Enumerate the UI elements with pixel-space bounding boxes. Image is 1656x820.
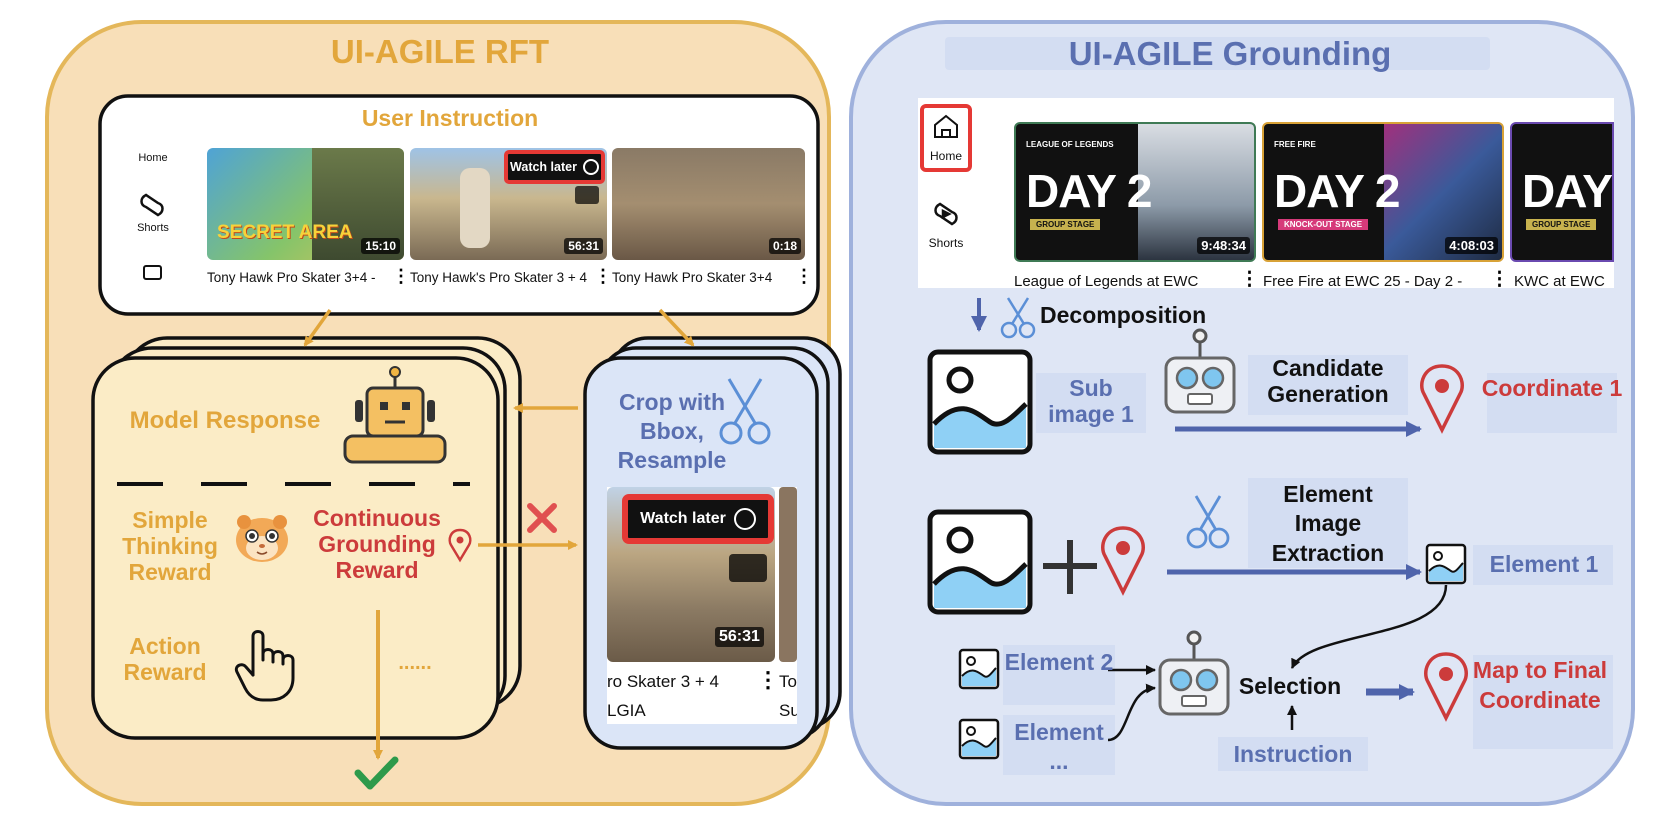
- video-duration-1: 15:10: [361, 238, 400, 254]
- ewc-stage-3: GROUP STAGE: [1526, 219, 1597, 230]
- home-highlight-box: [920, 104, 972, 172]
- crop-title-line2: LGIA: [607, 701, 646, 720]
- left-shorts-icon: [140, 193, 164, 217]
- video-thumbnail-1[interactable]: SECRET AREA 15:10: [207, 148, 404, 260]
- pin-icon: [1101, 526, 1145, 596]
- hamster-icon: [236, 515, 288, 562]
- selection-label: Selection: [1238, 673, 1342, 699]
- ellipsis-label: ......: [398, 652, 432, 674]
- hand-pointer-icon: [234, 630, 295, 702]
- decomposition-scissors-icon: [1000, 297, 1036, 339]
- final-pin-icon: [1424, 652, 1468, 722]
- video-duration-2: 56:31: [564, 238, 603, 254]
- robot-selection-icon: [1158, 630, 1230, 716]
- home-icon: [934, 114, 958, 138]
- video-duration-3: 0:18: [768, 238, 801, 254]
- crop-with-bbox-label: Crop with Bbox, Resample: [617, 389, 727, 473]
- coordinate-pin-icon: [1420, 364, 1464, 434]
- watch-later-button[interactable]: Watch later: [504, 150, 605, 184]
- right-panel-title: UI-AGILE Grounding: [1068, 35, 1392, 72]
- candidate-generation-label: Candidate Generation: [1267, 355, 1389, 407]
- ewc-stage-1: GROUP STAGE: [1030, 219, 1101, 230]
- element-more-label: Element ...: [1014, 719, 1104, 775]
- ewc-thumbnail-1[interactable]: DAY 2 LEAGUE OF LEGENDS GROUP STAGE 9:48…: [1014, 122, 1256, 262]
- crop-more-icon[interactable]: ⋮: [757, 667, 779, 692]
- instruction-label: Instruction: [1233, 741, 1353, 767]
- ewc-duration-2: 4:08:03: [1445, 237, 1498, 254]
- element1-icon: [1425, 543, 1467, 585]
- video-title-3[interactable]: Tony Hawk Pro Skater 3+4: [612, 270, 773, 285]
- crop-view: Watch later 56:31 ro Skater 3 + 4 LGIA ⋮…: [607, 487, 797, 724]
- ewc-stage-2: KNOCK-OUT STAGE: [1278, 219, 1369, 230]
- ewc-thumbnail-3[interactable]: DAY GROUP STAGE: [1510, 122, 1614, 262]
- more-menu-icon-3[interactable]: ⋮: [795, 266, 813, 286]
- video-title-2[interactable]: Tony Hawk's Pro Skater 3 + 4: [410, 270, 588, 285]
- ewc-more-icon-1[interactable]: ⋮: [1240, 269, 1259, 290]
- crop-queue-icon: [729, 554, 767, 582]
- sub-image-label: Sub image 1: [1048, 375, 1134, 427]
- more-menu-icon-1[interactable]: ⋮: [392, 266, 410, 286]
- video-title-1[interactable]: Tony Hawk Pro Skater 3+4 -: [207, 270, 376, 285]
- coordinate-label: Coordinate 1: [1481, 375, 1623, 401]
- video-thumbnail-3[interactable]: 0:18: [612, 148, 805, 260]
- crop-side-line2: Su: [779, 701, 797, 720]
- map-to-final-coordinate-label: Map to Final Coordinate: [1472, 657, 1608, 713]
- ewc-title-1[interactable]: League of Legends at EWC: [1014, 273, 1199, 290]
- home-label[interactable]: Home: [929, 149, 962, 163]
- element2-icon: [958, 648, 1000, 690]
- crop-clock-icon: [733, 508, 756, 530]
- ewc-thumbnail-2[interactable]: DAY 2 FREE FIRE KNOCK-OUT STAGE 4:08:03: [1262, 122, 1504, 262]
- crop-watch-later-label: Watch later: [640, 510, 726, 527]
- ewc-day-3: DAY: [1522, 165, 1612, 217]
- shorts-icon: [934, 202, 958, 226]
- crop-duration: 56:31: [715, 627, 764, 647]
- red-x-icon: [527, 503, 557, 533]
- plus-icon: [1043, 540, 1097, 594]
- subscriptions-icon: [143, 265, 162, 280]
- decomposition-label: Decomposition: [1040, 302, 1207, 328]
- ewc-day-2: DAY 2: [1274, 165, 1400, 217]
- crop-title-line1: ro Skater 3 + 4: [607, 672, 719, 691]
- robot-candidate-icon: [1164, 328, 1236, 414]
- more-menu-icon-2[interactable]: ⋮: [594, 266, 612, 286]
- element-image-extraction-label: Element Image Extraction: [1271, 481, 1385, 566]
- location-pin-icon: [448, 528, 472, 563]
- sidebar-shorts-label: Shorts: [137, 222, 169, 234]
- ewc-title-3-clip: KWC at EWC: [1514, 273, 1614, 290]
- action-reward-label: Action Reward: [123, 633, 207, 685]
- element2-label: Element 2: [1004, 649, 1114, 675]
- ewc-more-icon-2[interactable]: ⋮: [1490, 269, 1509, 290]
- user-instruction-label: User Instruction: [361, 105, 539, 131]
- shorts-label[interactable]: Shorts: [928, 236, 964, 250]
- sidebar-home-label: Home: [138, 152, 168, 164]
- robot-icon: [343, 366, 447, 464]
- model-response-label: Model Response: [129, 407, 321, 434]
- crop-watch-later-button[interactable]: Watch later: [622, 494, 774, 544]
- continuous-grounding-reward-label: Continuous Grounding Reward: [313, 505, 441, 583]
- element-more-icon: [958, 718, 1000, 760]
- crop-side-line1: To: [779, 672, 797, 691]
- ewc-brand-2: FREE FIRE: [1274, 140, 1316, 149]
- scissors-icon: [719, 378, 771, 445]
- sub-image-icon: [927, 349, 1033, 455]
- thumbnail-overlay-text: SECRET AREA: [217, 222, 353, 243]
- left-panel-title: UI-AGILE RFT: [330, 33, 550, 70]
- clock-icon: [582, 159, 599, 175]
- ewc-title-3[interactable]: KWC at EWC: [1514, 273, 1605, 290]
- ewc-title-2[interactable]: Free Fire at EWC 25 - Day 2 -: [1263, 273, 1463, 290]
- extraction-scissors-icon: [1186, 495, 1230, 549]
- watch-later-label: Watch later: [510, 160, 577, 174]
- ewc-day-1: DAY 2: [1026, 165, 1152, 217]
- image-plus-icon: [927, 509, 1033, 615]
- green-check-icon: [354, 756, 399, 790]
- element1-label: Element 1: [1489, 551, 1599, 577]
- ewc-brand-1: LEAGUE OF LEGENDS: [1026, 140, 1114, 149]
- simple-thinking-reward-label: Simple Thinking Reward: [122, 507, 218, 585]
- ewc-duration-1: 9:48:34: [1197, 237, 1250, 254]
